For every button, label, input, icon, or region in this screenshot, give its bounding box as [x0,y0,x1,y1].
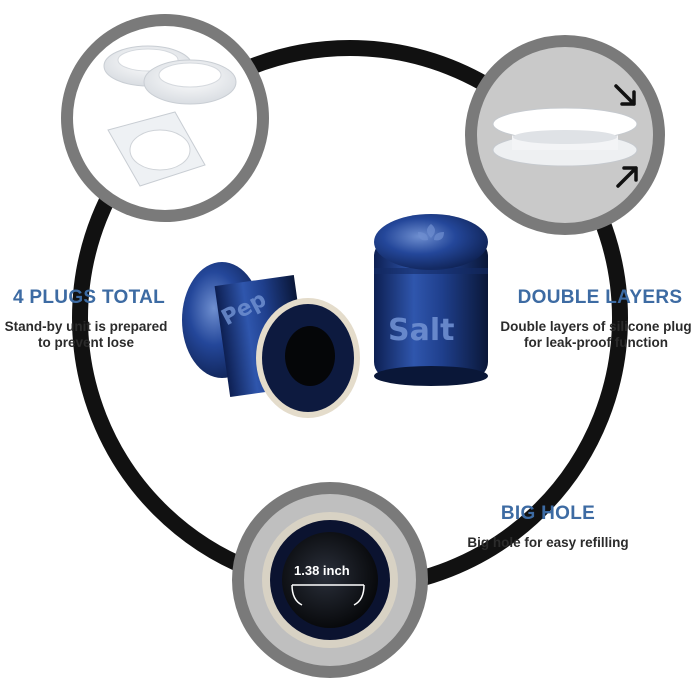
plugs-description-line2: to prevent lose [37,335,135,350]
salt-shaker: Salt [374,214,488,386]
double-layers-inset [465,35,665,235]
pepper-shaker: Pep [182,262,360,418]
hole-title: BIG HOLE [500,503,596,524]
hole-measurement-label: 1.38 inch [294,563,350,578]
layers-description-line1: Double layers of silicone plug [500,319,692,334]
hole-description: Big hole for easy refilling [467,535,629,550]
salt-label: Salt [388,313,454,348]
arrow-down-right-icon [614,84,636,106]
spare-plugs-inset [61,14,269,222]
flower-icon [418,224,444,241]
plugs-description-line1: Stand-by unit is prepared [4,319,168,334]
plugs-title: 4 PLUGS TOTAL [12,287,166,308]
arrow-up-right-icon [616,166,638,188]
big-hole-inset [232,482,428,678]
layers-description-line2: for leak-proof function [524,335,668,350]
layers-title: DOUBLE LAYERS [517,287,683,308]
